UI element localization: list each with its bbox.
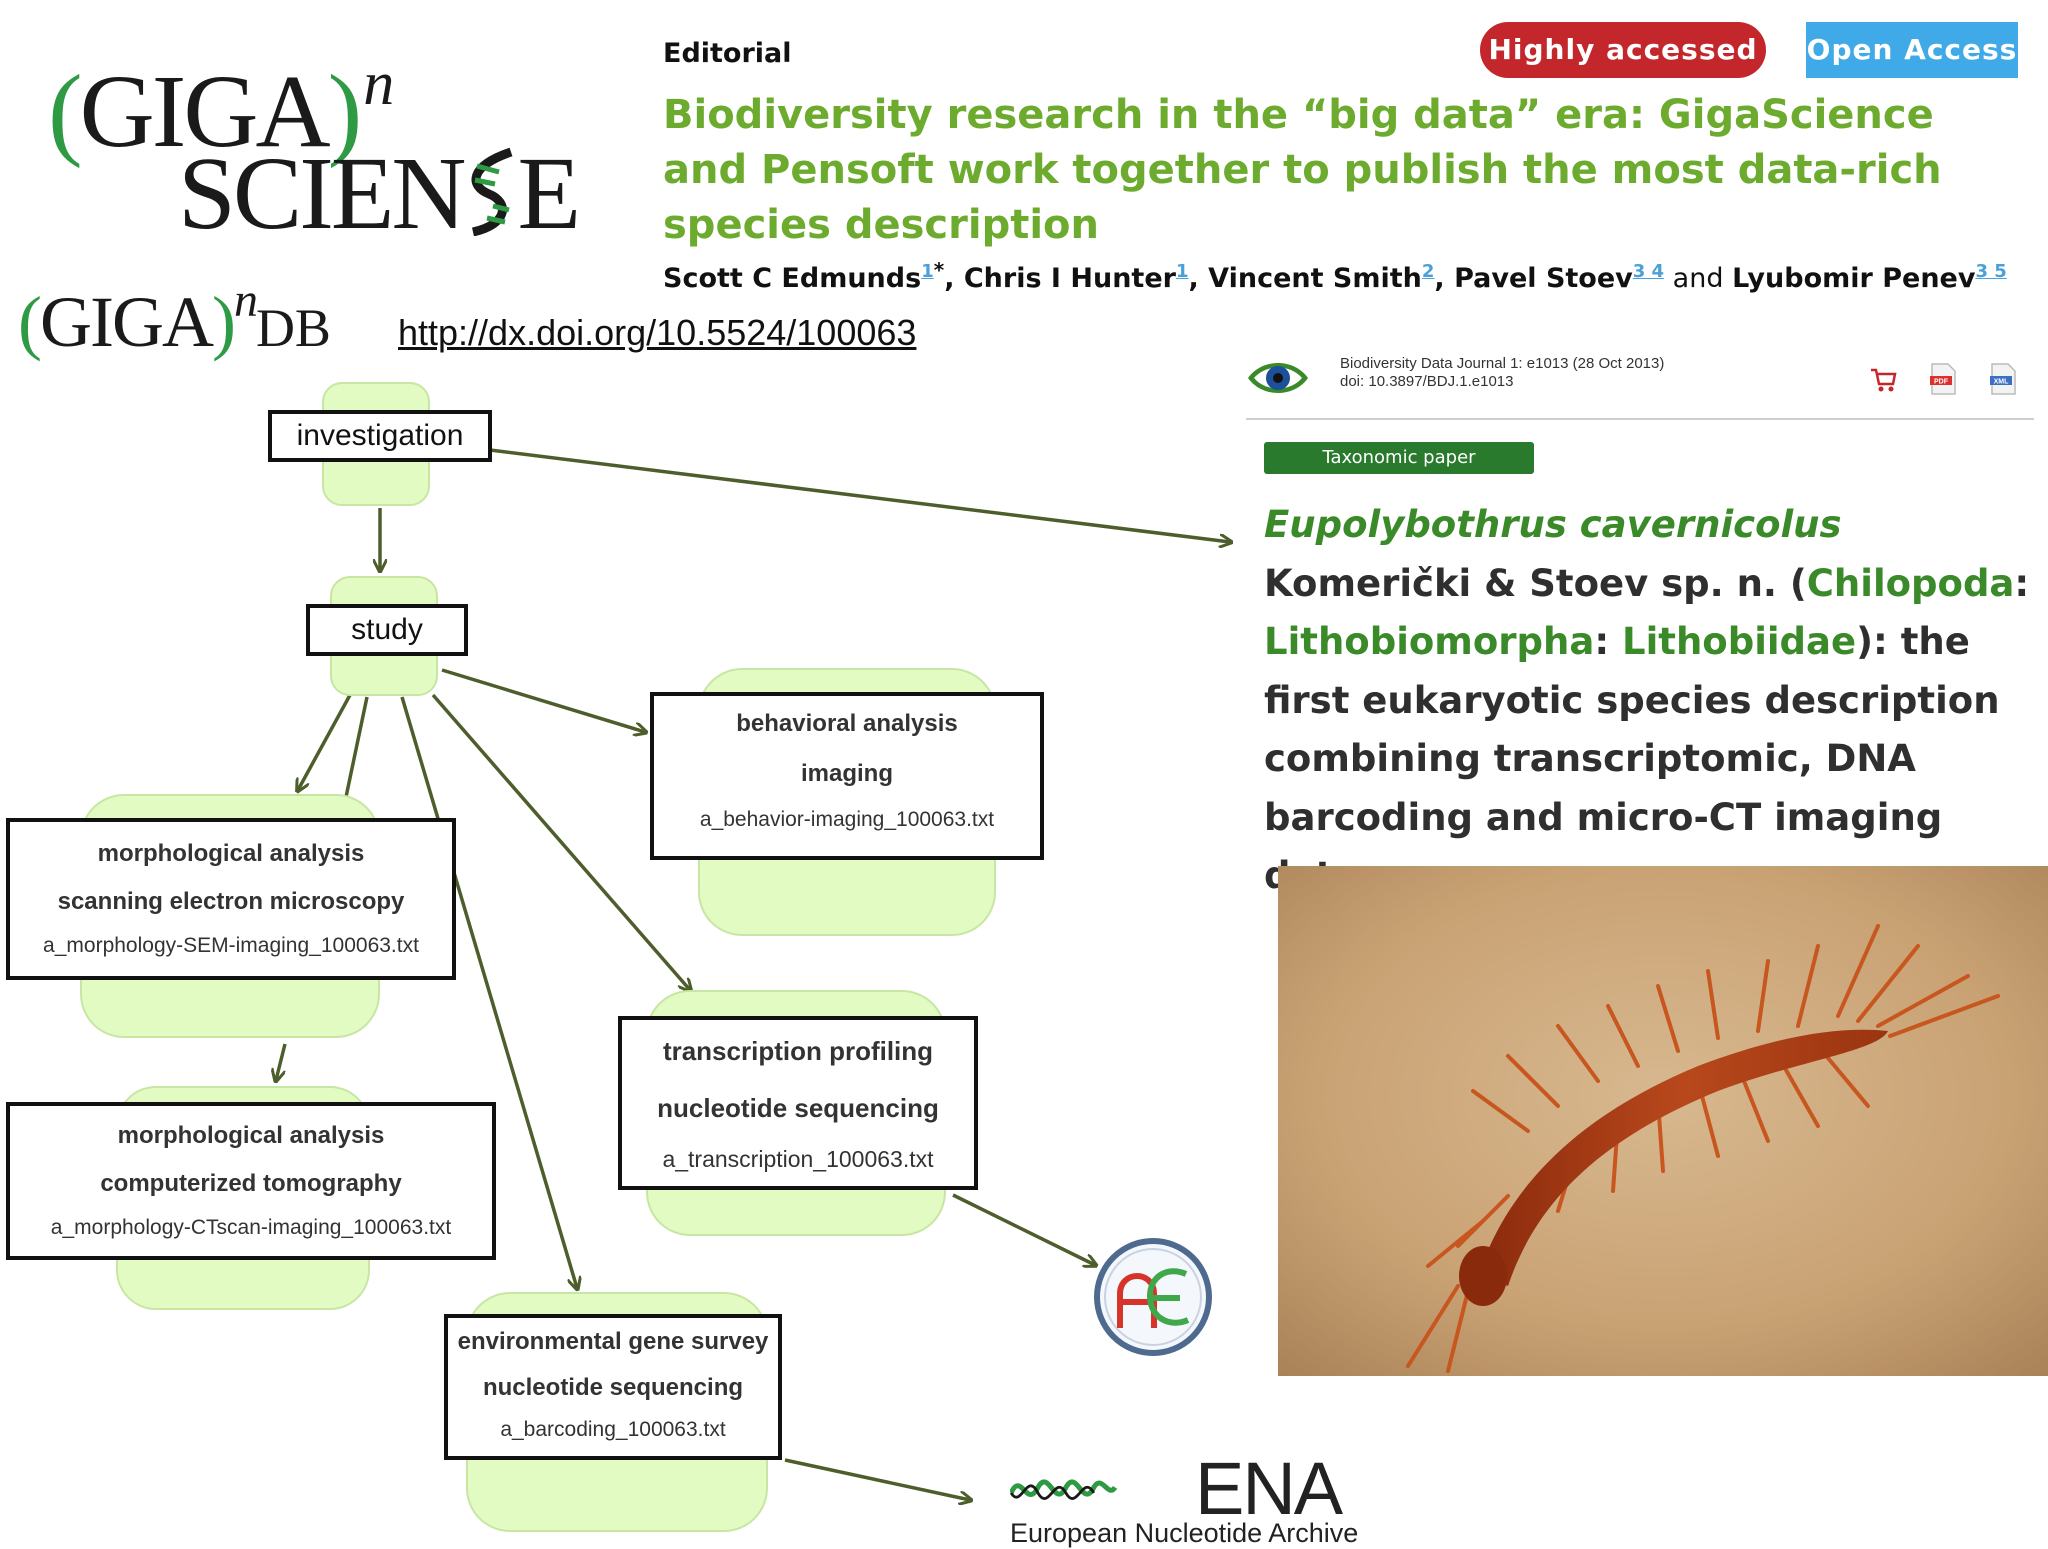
- arrayexpress-logo-icon[interactable]: [1092, 1236, 1214, 1358]
- xml-icon-label: XML: [1994, 379, 2010, 386]
- ena-subtitle: European Nucleotide Archive: [1010, 1518, 1359, 1548]
- arrow-study-to-transcription: [431, 693, 690, 990]
- author-name[interactable]: Lyubomir Penev: [1732, 263, 1976, 294]
- article-type: Editorial: [663, 38, 792, 69]
- author-name[interactable]: Chris I Hunter: [963, 263, 1176, 294]
- barcoding-assay-card[interactable]: environmental gene survey nucleotide seq…: [444, 1314, 782, 1460]
- affiliation-ref[interactable]: 1: [1175, 261, 1189, 282]
- arrow-study-to-sem: [298, 694, 352, 790]
- gigadb-logo: (GIGA)nDB: [18, 274, 331, 362]
- author-name[interactable]: Scott C Edmunds: [663, 263, 922, 294]
- cart-icon[interactable]: [1868, 362, 1898, 396]
- author-list: Scott C Edmunds1*, Chris I Hunter1, Vinc…: [663, 258, 2007, 294]
- highly-accessed-badge: Highly accessed: [1480, 22, 1766, 78]
- bdj-article-title[interactable]: Eupolybothrus cavernicolus Komerički & S…: [1264, 503, 2030, 897]
- arrow-barcoding-to-ena: [784, 1458, 970, 1500]
- arrow-study-to-behavior: [441, 668, 645, 732]
- investigation-label[interactable]: investigation: [268, 410, 492, 462]
- behavior-assay-card[interactable]: behavioral analysis imaging a_behavior-i…: [650, 692, 1044, 860]
- article-title[interactable]: Biodiversity research in the “big data” …: [663, 92, 1942, 248]
- arrow-investigation-to-bdj: [489, 448, 1230, 542]
- affiliation-ref[interactable]: 2: [1421, 261, 1435, 282]
- xml-icon[interactable]: XML: [1988, 362, 2018, 396]
- gigascience-logo-bottom: SCIEN E: [178, 136, 581, 251]
- arrow-transcription-to-arrayexpress: [952, 1193, 1095, 1265]
- author-name[interactable]: Pavel Stoev: [1454, 263, 1633, 294]
- gigascience-logo: (GIGA)n SCIEN E: [48, 50, 588, 250]
- pdf-icon[interactable]: PDF: [1928, 362, 1958, 396]
- pdf-icon-label: PDF: [1934, 379, 1949, 386]
- affiliation-ref[interactable]: 3 4: [1632, 261, 1665, 282]
- arrow-sem-to-ct: [276, 1043, 287, 1080]
- doi-link[interactable]: http://dx.doi.org/10.5524/100063: [398, 312, 917, 353]
- connector-line: [344, 696, 369, 798]
- open-access-badge[interactable]: Open Access: [1806, 22, 2018, 78]
- affiliation-ref[interactable]: 1: [921, 261, 934, 282]
- centipede-photo: [1278, 866, 2048, 1376]
- affiliation-ref[interactable]: 3 5: [1975, 261, 2007, 282]
- study-label[interactable]: study: [306, 604, 468, 656]
- gigascience-logo-top: (GIGA)n: [48, 50, 394, 169]
- bdj-eye-logo-icon: [1248, 363, 1308, 393]
- author-name[interactable]: Vincent Smith: [1208, 263, 1422, 294]
- divider: [1246, 418, 2034, 420]
- sem-assay-card[interactable]: morphological analysis scanning electron…: [6, 818, 456, 980]
- transcription-assay-card[interactable]: transcription profiling nucleotide seque…: [618, 1016, 978, 1190]
- ena-wave-icon: [1010, 1479, 1118, 1500]
- corresponding-mark: *: [933, 258, 945, 282]
- category-badge: Taxonomic paper: [1264, 442, 1534, 474]
- ct-assay-card[interactable]: morphological analysis computerized tomo…: [6, 1102, 496, 1260]
- bdj-citation: Biodiversity Data Journal 1: e1013 (28 O…: [1340, 355, 1665, 390]
- dna-helix-icon: [472, 147, 513, 237]
- arrow-study-to-barcoding: [400, 696, 577, 1288]
- ena-logo-text[interactable]: ENA: [1195, 1447, 1343, 1530]
